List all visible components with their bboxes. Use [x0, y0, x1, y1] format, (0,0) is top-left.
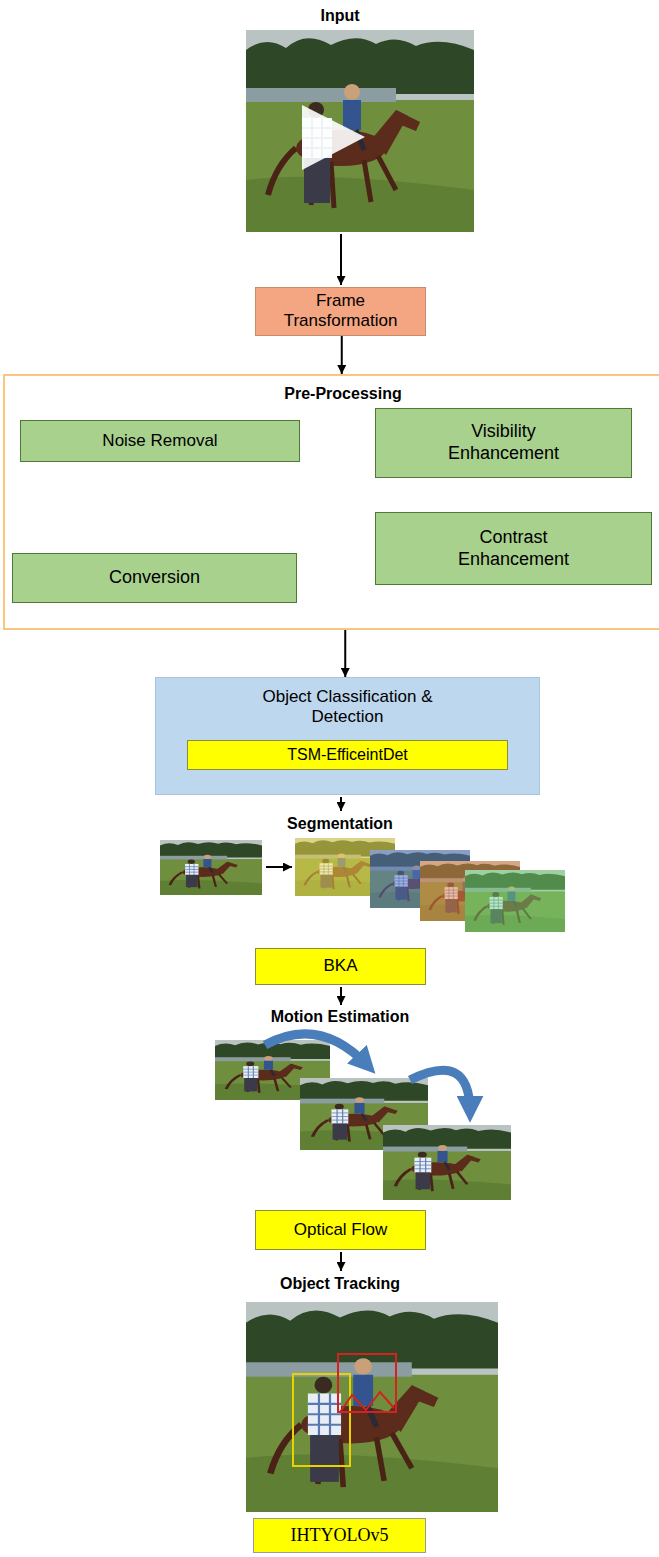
- illustration-shape: [340, 1392, 394, 1412]
- section-label: Motion Estimation: [190, 1007, 490, 1026]
- section-label: Input: [190, 6, 490, 25]
- step-box: Contrast Enhancement: [375, 512, 652, 585]
- illustration-shape: [465, 870, 565, 932]
- method-box: Optical Flow: [255, 1210, 426, 1250]
- flow-arrow: [344, 630, 346, 677]
- group-box: Object Classification & DetectionTSM-Eff…: [155, 677, 540, 795]
- step-box: Conversion: [12, 553, 297, 603]
- input-image: [246, 30, 474, 232]
- flow-arrow: [340, 1252, 342, 1271]
- box-label: Frame Transformation: [262, 291, 419, 332]
- group-heading: Object Classification & Detection: [233, 687, 463, 728]
- illustration-shape: [465, 870, 565, 932]
- illustration-shape: [410, 1070, 470, 1112]
- section-label: Object Tracking: [190, 1274, 490, 1293]
- segmentation-images: [160, 838, 565, 932]
- illustration-shape: [266, 866, 292, 868]
- illustration-shape: [293, 1374, 350, 1466]
- illustration-shape: [302, 105, 365, 170]
- flow-arrow: [340, 234, 342, 285]
- motion-images: [215, 1034, 511, 1200]
- illustration-shape: [338, 1354, 396, 1412]
- flow-arrow: [340, 797, 342, 811]
- box-label: Optical Flow: [294, 1220, 388, 1240]
- box-label: TSM-EfficeintDet: [287, 745, 408, 764]
- box-label: BKA: [323, 956, 357, 976]
- method-box: IHTYOLOv5: [253, 1518, 426, 1553]
- section-label: Segmentation: [190, 814, 490, 833]
- group-panel: Pre-ProcessingNoise Removal Visibility En…: [3, 374, 659, 630]
- group-heading: Pre-Processing: [5, 384, 659, 403]
- flow-arrow: [340, 987, 342, 1005]
- illustration-shape: [160, 840, 262, 895]
- step-box: Noise Removal: [20, 420, 300, 462]
- illustration-shape: [265, 1034, 368, 1066]
- box-label: IHTYOLOv5: [291, 1525, 389, 1547]
- flow-arrow: [341, 336, 343, 374]
- process-box: Frame Transformation: [255, 287, 426, 336]
- method-box: BKA: [255, 948, 426, 985]
- illustration-shape: [383, 1125, 511, 1200]
- method-box: TSM-EfficeintDet: [187, 740, 508, 770]
- tracking-image: [246, 1302, 498, 1512]
- box-label: Contrast Enhancement: [439, 527, 589, 570]
- illustration-shape: [246, 1302, 498, 1512]
- box-label: Visibility Enhancement: [429, 421, 579, 464]
- illustration-shape: [246, 30, 474, 232]
- step-box: Visibility Enhancement: [375, 408, 632, 478]
- box-label: Noise Removal: [102, 431, 217, 451]
- box-label: Conversion: [109, 567, 200, 589]
